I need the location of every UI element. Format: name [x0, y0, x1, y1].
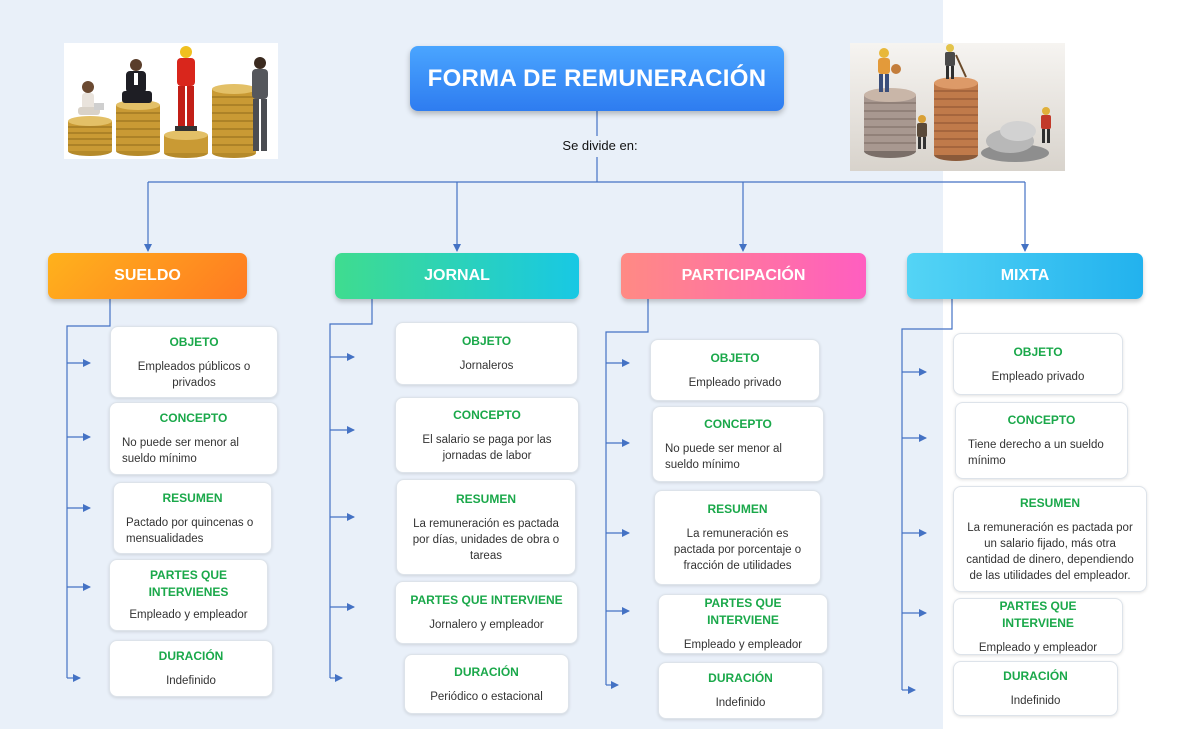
worker-mini-1 [878, 48, 901, 92]
card-text: La remuneración es pactada por porcentaj… [673, 528, 802, 572]
card-text: El salario se paga por las jornadas de l… [422, 433, 552, 462]
mixta-duracion-card: DURACIÓN Indefinido [953, 661, 1118, 716]
card-heading: RESUMEN [455, 491, 516, 506]
card-heading: PARTES QUE INTERVIENE [410, 593, 563, 607]
card-text: Empleado privado [688, 376, 782, 389]
card-heading: OBJETO [710, 350, 760, 365]
mixta-concepto-card: CONCEPTO Tiene derecho a un sueldo mínim… [955, 402, 1128, 479]
card-text: La remuneración es pactada por días, uni… [412, 517, 560, 562]
sueldo-partes-card: PARTES QUE INTERVIENES Empleado y emplea… [109, 559, 268, 631]
card-heading: CONCEPTO [159, 411, 228, 425]
card-text: No puede ser menor al sueldo mínimo [122, 437, 239, 465]
worker-mini-3 [917, 115, 927, 149]
card-text: Periódico o estacional [430, 690, 543, 703]
coin-stack-a [864, 88, 916, 158]
diagram-title: FORMA DE REMUNERACIÓN [410, 46, 784, 111]
participacion-duracion-card: DURACIÓN Indefinido [658, 662, 823, 719]
card-heading: PARTES QUE INTERVIENES [148, 568, 229, 599]
card-heading: OBJETO [1013, 344, 1063, 359]
card-text: Empleado privado [991, 370, 1085, 383]
card-heading: DURACIÓN [1003, 669, 1068, 683]
card-heading: OBJETO [461, 334, 512, 348]
sueldo-duracion-card: DURACIÓN Indefinido [109, 640, 273, 697]
participacion-objeto-card: OBJETO Empleado privado [650, 339, 820, 401]
worker-mini-4 [1041, 107, 1051, 143]
coin-stack-b [934, 77, 978, 161]
card-text: No puede ser menor al sueldo mínimo [665, 442, 782, 471]
jornal-branch-line [329, 299, 373, 678]
card-text: Indefinido [1010, 695, 1061, 707]
card-heading: PARTES QUE INTERVIENE [704, 596, 782, 627]
card-text: Empleado y empleador [978, 641, 1098, 654]
card-heading: PARTES QUE INTERVIENE [999, 598, 1077, 630]
card-heading: RESUMEN [162, 490, 223, 505]
sueldo-resumen-card: RESUMEN Pactado por quincenas o mensuali… [113, 482, 272, 554]
participacion-branch-line [605, 299, 649, 685]
card-text: Empleados públicos o privados [137, 360, 251, 389]
card-text: Tiene derecho a un sueldo mínimo [968, 439, 1104, 467]
category-mixta: MIXTA [907, 253, 1143, 299]
card-heading: RESUMEN [707, 502, 768, 516]
jornal-resumen-card: RESUMEN La remuneración es pactada por d… [396, 479, 576, 575]
card-text: Jornalero y empleador [429, 619, 544, 631]
card-heading: RESUMEN [1019, 495, 1080, 510]
card-text: Indefinido [166, 675, 216, 687]
coin-stack-2 [116, 100, 160, 156]
jornal-duracion-card: DURACIÓN Periódico o estacional [404, 654, 569, 714]
woman-figure-2 [252, 57, 268, 151]
card-heading: DURACIÓN [158, 649, 224, 663]
category-participacion: PARTICIPACIÓN [621, 253, 866, 299]
mixta-partes-card: PARTES QUE INTERVIENE Empleado y emplead… [953, 598, 1123, 655]
coin-stack-3 [164, 130, 208, 158]
sueldo-objeto-card: OBJETO Empleados públicos o privados [110, 326, 278, 398]
jornal-concepto-card: CONCEPTO El salario se paga por las jorn… [395, 397, 579, 473]
mixta-branch-line [901, 299, 953, 690]
category-sueldo: SUELDO [48, 253, 247, 299]
participacion-partes-card: PARTES QUE INTERVIENE Empleado y emplead… [658, 594, 828, 654]
participacion-concepto-card: CONCEPTO No puede ser menor al sueldo mí… [652, 406, 824, 482]
coin-stack-1 [68, 116, 112, 156]
card-heading: CONCEPTO [704, 416, 772, 431]
worker-mini-2 [945, 44, 967, 79]
card-text: La remuneración es pactada por un salari… [966, 521, 1134, 582]
card-text: Empleado y empleador [683, 639, 803, 651]
jornal-partes-card: PARTES QUE INTERVIENE Jornalero y emplea… [395, 581, 578, 644]
card-text: Jornaleros [459, 360, 514, 372]
category-jornal: JORNAL [335, 253, 579, 299]
woman-figure-1 [78, 81, 104, 115]
card-text: Indefinido [715, 697, 766, 709]
worker-figure-red [175, 46, 197, 131]
card-heading: DURACIÓN [708, 671, 773, 685]
card-text: Pactado por quincenas o mensualidades [126, 516, 254, 545]
card-heading: DURACIÓN [454, 664, 519, 679]
people-on-coins-image [64, 43, 278, 159]
sueldo-branch-line [66, 299, 111, 678]
workers-on-coins-image [850, 43, 1065, 171]
card-heading: CONCEPTO [1007, 413, 1076, 427]
card-text: Empleado y empleador [129, 609, 248, 621]
coin-pile-c [981, 121, 1049, 162]
card-heading: OBJETO [169, 334, 219, 349]
sueldo-concepto-card: CONCEPTO No puede ser menor al sueldo mí… [109, 402, 278, 475]
jornal-objeto-card: OBJETO Jornaleros [395, 322, 578, 385]
mixta-resumen-card: RESUMEN La remuneración es pactada por u… [953, 486, 1147, 592]
mixta-objeto-card: OBJETO Empleado privado [953, 333, 1123, 395]
participacion-resumen-card: RESUMEN La remuneración es pactada por p… [654, 490, 821, 585]
coin-stack-4 [212, 84, 256, 158]
connector-label: Se divide en: [562, 138, 638, 153]
businessman-figure [122, 59, 152, 103]
card-heading: CONCEPTO [453, 407, 521, 422]
